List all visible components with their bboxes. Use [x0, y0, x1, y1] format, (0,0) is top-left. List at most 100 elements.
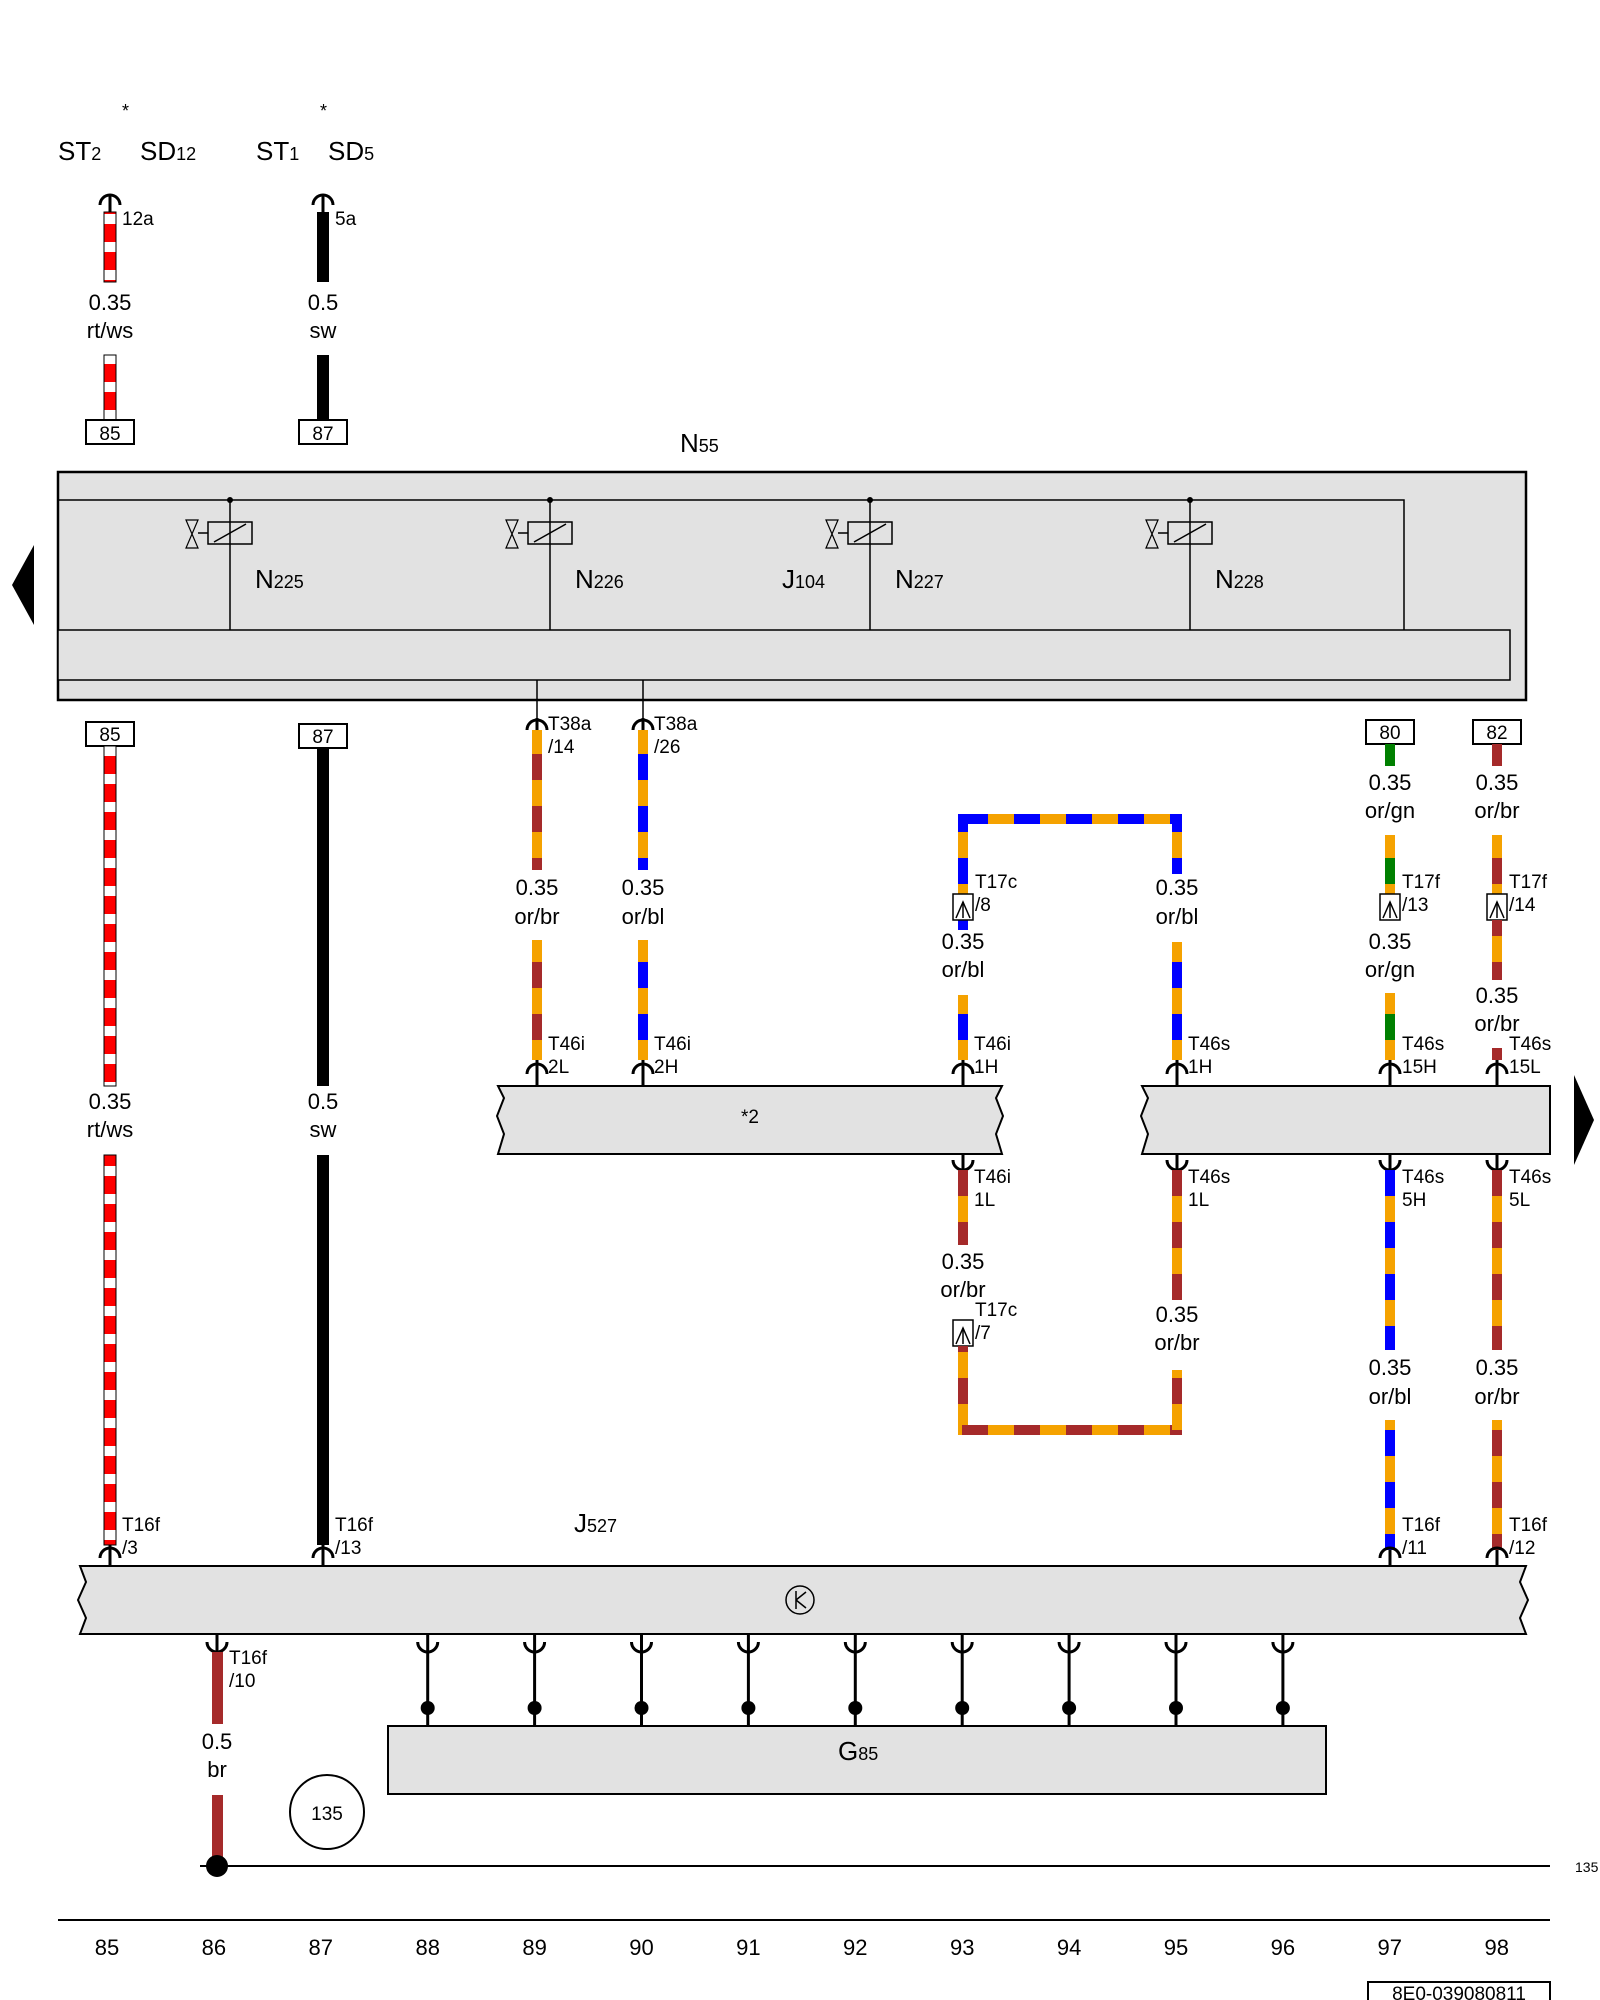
ref-box-85-mid: 85	[85, 721, 135, 747]
g85-link	[523, 1634, 547, 1726]
wire-gauge: 0.35	[1369, 929, 1412, 954]
svg-text:/7: /7	[975, 1323, 991, 1344]
column-number: 90	[629, 1935, 653, 1960]
svg-text:T17f: T17f	[1402, 872, 1441, 893]
wire-gauge: 0.35	[942, 1249, 985, 1274]
ground-reference-circle: 135	[289, 1774, 365, 1850]
ref-box-80: 80	[1365, 719, 1415, 745]
column-number: 98	[1484, 1935, 1508, 1960]
wire-color: or/br	[1474, 798, 1519, 823]
top-reference-st1: * ST1	[256, 101, 327, 166]
svg-text:*2: *2	[741, 1107, 759, 1128]
wire-color: or/br	[1474, 1384, 1519, 1409]
svg-text:5a: 5a	[335, 209, 357, 230]
wire-color: rt/ws	[87, 318, 133, 343]
svg-text:87: 87	[312, 424, 333, 445]
wire-gauge: 0.35	[1369, 770, 1412, 795]
wire-loop-orbr: T46i 1L T46s 1L T17c /7	[951, 1155, 1230, 1435]
svg-text:15L: 15L	[1509, 1057, 1541, 1078]
svg-text:15H: 15H	[1402, 1057, 1437, 1078]
wire-color: rt/ws	[87, 1117, 133, 1142]
svg-text:87: 87	[312, 727, 333, 748]
g85-link	[416, 1634, 440, 1726]
wire-12a-rtws: 12a	[98, 193, 154, 421]
svg-text:/26: /26	[654, 737, 680, 758]
wire-color: or/bl	[1369, 1384, 1412, 1409]
svg-text:*: *	[320, 101, 327, 121]
connector-t16f-12	[1485, 1546, 1509, 1566]
top-reference-sd12: SD12	[140, 136, 196, 166]
column-number: 93	[950, 1935, 974, 1960]
wire-gauge: 0.35	[516, 875, 559, 900]
wire-sw-87	[317, 748, 329, 1545]
page-prev-arrow-icon[interactable]	[12, 545, 34, 625]
page-next-arrow-icon[interactable]	[1574, 1075, 1594, 1165]
component-n227-label: N227	[895, 564, 944, 594]
component-n55-label: N55	[680, 428, 719, 458]
wire-color: sw	[310, 1117, 337, 1142]
ref-box-87-mid: 87	[298, 723, 348, 749]
svg-text:T16f: T16f	[1509, 1515, 1548, 1536]
svg-text:2H: 2H	[654, 1057, 678, 1078]
svg-text:/13: /13	[335, 1538, 361, 1559]
svg-text:85: 85	[99, 725, 120, 746]
svg-text:5L: 5L	[1509, 1190, 1530, 1211]
component-n228-label: N228	[1215, 564, 1264, 594]
g85-connections	[416, 1634, 1295, 1726]
svg-text:135: 135	[311, 1804, 343, 1825]
svg-text:T46s: T46s	[1188, 1034, 1230, 1055]
svg-text:T46s: T46s	[1509, 1034, 1551, 1055]
svg-text:T16f: T16f	[335, 1515, 374, 1536]
column-number: 89	[522, 1935, 546, 1960]
wire-col97-orgn: T17f /13 T46s 15H	[1378, 744, 1444, 1085]
document-number-box: 8E0-039080811	[1367, 1981, 1551, 2000]
ref-box-85-top: 85	[85, 419, 135, 445]
column-number: 94	[1057, 1935, 1081, 1960]
wire-color: or/bl	[942, 957, 985, 982]
wire-color: sw	[310, 318, 337, 343]
svg-text:1L: 1L	[974, 1190, 995, 1211]
solenoid-n226-icon	[505, 497, 573, 630]
electronic-control-icon	[785, 1585, 815, 1615]
column-number: 85	[95, 1935, 119, 1960]
svg-text:SD5: SD5	[328, 136, 374, 166]
wire-color: or/gn	[1365, 957, 1415, 982]
svg-text:*: *	[122, 101, 129, 121]
svg-text:/14: /14	[1509, 895, 1536, 916]
ground-continuation-ref: 135	[1575, 1859, 1599, 1875]
svg-text:5H: 5H	[1402, 1190, 1426, 1211]
wire-gauge: 0.5	[308, 290, 339, 315]
wire-gauge: 0.35	[1369, 1355, 1412, 1380]
wire-gauge: 0.35	[1156, 875, 1199, 900]
svg-text:2L: 2L	[548, 1057, 569, 1078]
column-number: 88	[415, 1935, 439, 1960]
connector-t16f-3: T16f /3	[98, 1515, 161, 1566]
wire-gauge: 0.35	[622, 875, 665, 900]
svg-text:ST2: ST2	[58, 136, 101, 166]
svg-text:G85: G85	[838, 1736, 878, 1766]
wire-color: or/br	[1474, 1011, 1519, 1036]
svg-text:/8: /8	[975, 895, 991, 916]
svg-text:/11: /11	[1402, 1538, 1427, 1559]
svg-text:SD12: SD12	[140, 136, 196, 166]
g85-link	[843, 1634, 867, 1726]
svg-text:ST1: ST1	[256, 136, 299, 166]
component-j104-label: J104	[782, 564, 825, 594]
svg-text:/3: /3	[122, 1538, 138, 1559]
wire-color: or/bl	[1156, 904, 1199, 929]
svg-text:12a: 12a	[122, 209, 154, 230]
gateway-box-left: *2	[495, 1085, 1005, 1155]
wire-t16f-10-br: T16f /10	[205, 1634, 268, 1865]
component-j527-label: J527	[574, 1508, 617, 1538]
top-reference-sd5: SD5	[328, 136, 374, 166]
component-n55-inner-bar	[57, 629, 1511, 681]
gateway-box-right	[1139, 1085, 1551, 1155]
svg-text:T46s: T46s	[1402, 1167, 1444, 1188]
component-g85: G85	[387, 1725, 1327, 1795]
wire-color: or/br	[514, 904, 559, 929]
svg-text:T16f: T16f	[1402, 1515, 1441, 1536]
svg-text:T46i: T46i	[654, 1034, 691, 1055]
column-number: 92	[843, 1935, 867, 1960]
